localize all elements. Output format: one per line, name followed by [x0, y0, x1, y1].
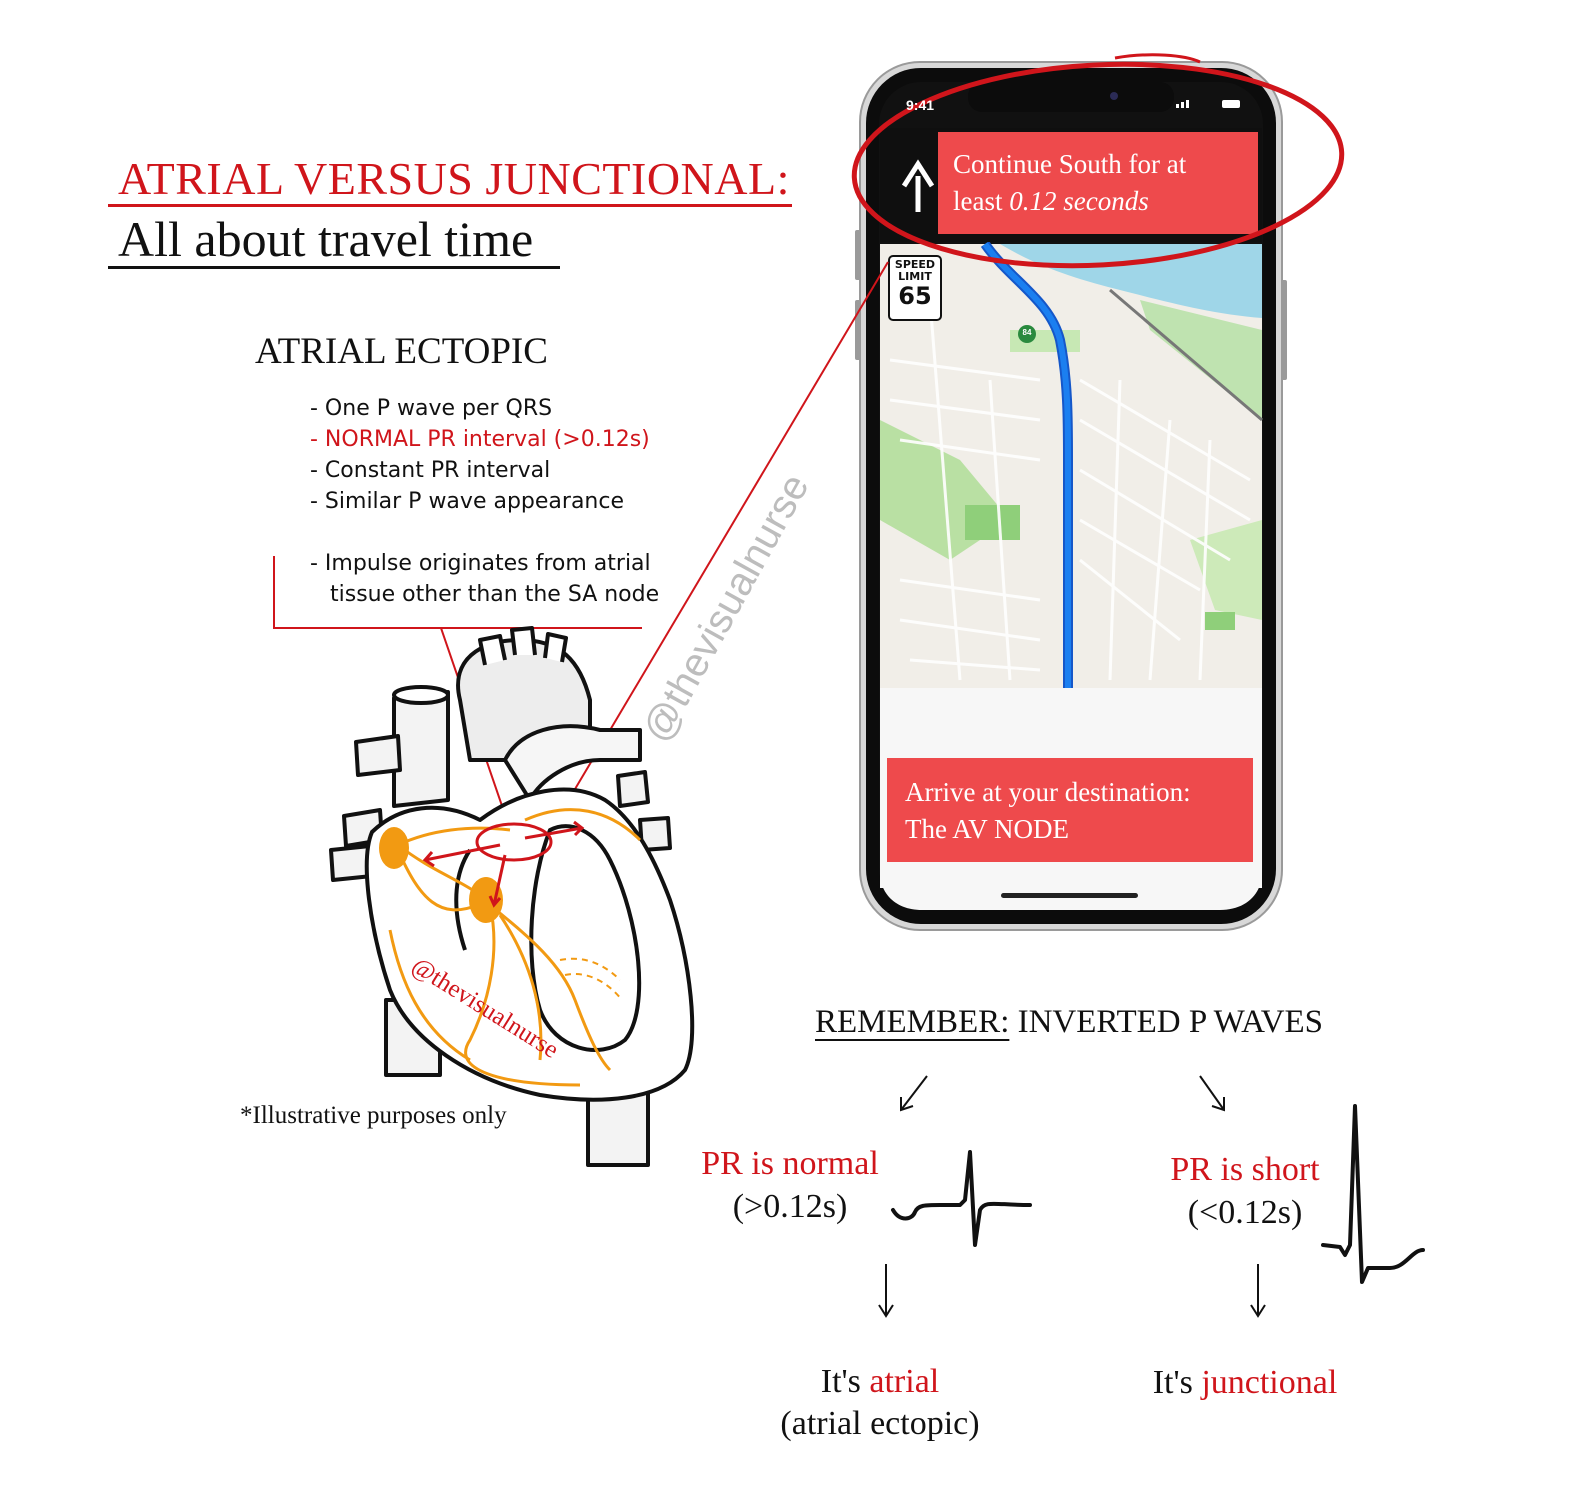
left-result-note: (atrial ectopic) — [780, 1405, 980, 1442]
speed-limit-label1: SPEED — [894, 258, 936, 271]
destination-text: Arrive at your destination: The AV NODE — [905, 774, 1250, 848]
page-subtitle: All about travel time — [118, 211, 534, 267]
remember-heading: REMEMBER: INVERTED P WAVES — [815, 1004, 1323, 1041]
right-condition: PR is short — [1170, 1151, 1320, 1188]
status-time: 9:41 — [906, 97, 935, 113]
title-underline — [108, 204, 792, 207]
av-node — [469, 877, 503, 923]
nav-instruction: Continue South for at least 0.12 seconds — [953, 146, 1253, 220]
phone — [855, 61, 1287, 931]
nav-line2: least 0.12 seconds — [953, 183, 1253, 220]
sa-node — [379, 827, 409, 869]
map — [880, 241, 1263, 688]
nav-line2-value: 0.12 seconds — [1009, 186, 1149, 216]
remember-label: REMEMBER: — [815, 1004, 1010, 1040]
left-result-prefix: It's — [820, 1363, 861, 1400]
bullet-origin-line2: tissue other than the SA node — [330, 582, 660, 607]
arrive-line1: Arrive at your destination: — [905, 777, 1191, 807]
nav-banner — [938, 132, 1258, 234]
arrive-line2: The AV NODE — [905, 814, 1070, 844]
left-result: It's atrial — [740, 1363, 1020, 1401]
speed-limit-value: 65 — [898, 282, 932, 310]
bullet-normal-pr: - NORMAL PR interval (>0.12s) — [310, 427, 650, 452]
highway-number: 84 — [1022, 328, 1032, 337]
bullet-constant-pr: - Constant PR interval — [310, 458, 551, 483]
left-result-word: atrial — [869, 1363, 940, 1400]
left-condition: PR is normal — [701, 1145, 879, 1182]
section-heading: ATRIAL ECTOPIC — [255, 331, 548, 372]
right-result: It's junctional — [1110, 1364, 1380, 1402]
left-value: (>0.12s) — [732, 1188, 848, 1225]
ecg-short-pr — [1321, 1104, 1425, 1284]
speed-limit-text: SPEED LIMIT 65 — [892, 258, 938, 310]
ecg-normal-pr — [891, 1150, 1032, 1247]
remember-text: INVERTED P WAVES — [1017, 1004, 1324, 1040]
bullet-similar-p: - Similar P wave appearance — [310, 489, 624, 514]
watermark-text: @thevisualnurse — [634, 467, 817, 749]
battery-icon — [1222, 100, 1240, 108]
conduction-dashes — [559, 957, 623, 1001]
bullet-one-p-wave: - One P wave per QRS — [310, 396, 553, 421]
highway-shield — [1018, 325, 1036, 343]
right-value: (<0.12s) — [1187, 1194, 1303, 1231]
ectopic-focus — [422, 820, 585, 908]
speed-limit-label2: LIMIT — [898, 270, 932, 283]
right-result-word: junctional — [1201, 1364, 1338, 1401]
bracket-line — [273, 556, 642, 629]
destination-banner — [887, 758, 1253, 862]
heart-illustration — [329, 626, 695, 1167]
footnote: *Illustrative purposes only — [240, 1102, 507, 1129]
bullet-origin-line1: - Impulse originates from atrial — [310, 551, 651, 576]
page-title: ATRIAL VERSUS JUNCTIONAL: — [118, 153, 790, 204]
arrow-up-icon — [901, 159, 935, 212]
right-result-prefix: It's — [1152, 1364, 1193, 1401]
subtitle-underline — [108, 266, 560, 269]
nav-line2-prefix: least — [953, 186, 1010, 216]
signal-icon — [1176, 100, 1189, 108]
nav-line1: Continue South for at — [953, 149, 1187, 179]
flow-arrows — [878, 1075, 1266, 1318]
home-indicator — [1001, 893, 1138, 898]
speed-limit-sign — [888, 255, 942, 321]
highlight-ellipse — [851, 61, 1345, 269]
